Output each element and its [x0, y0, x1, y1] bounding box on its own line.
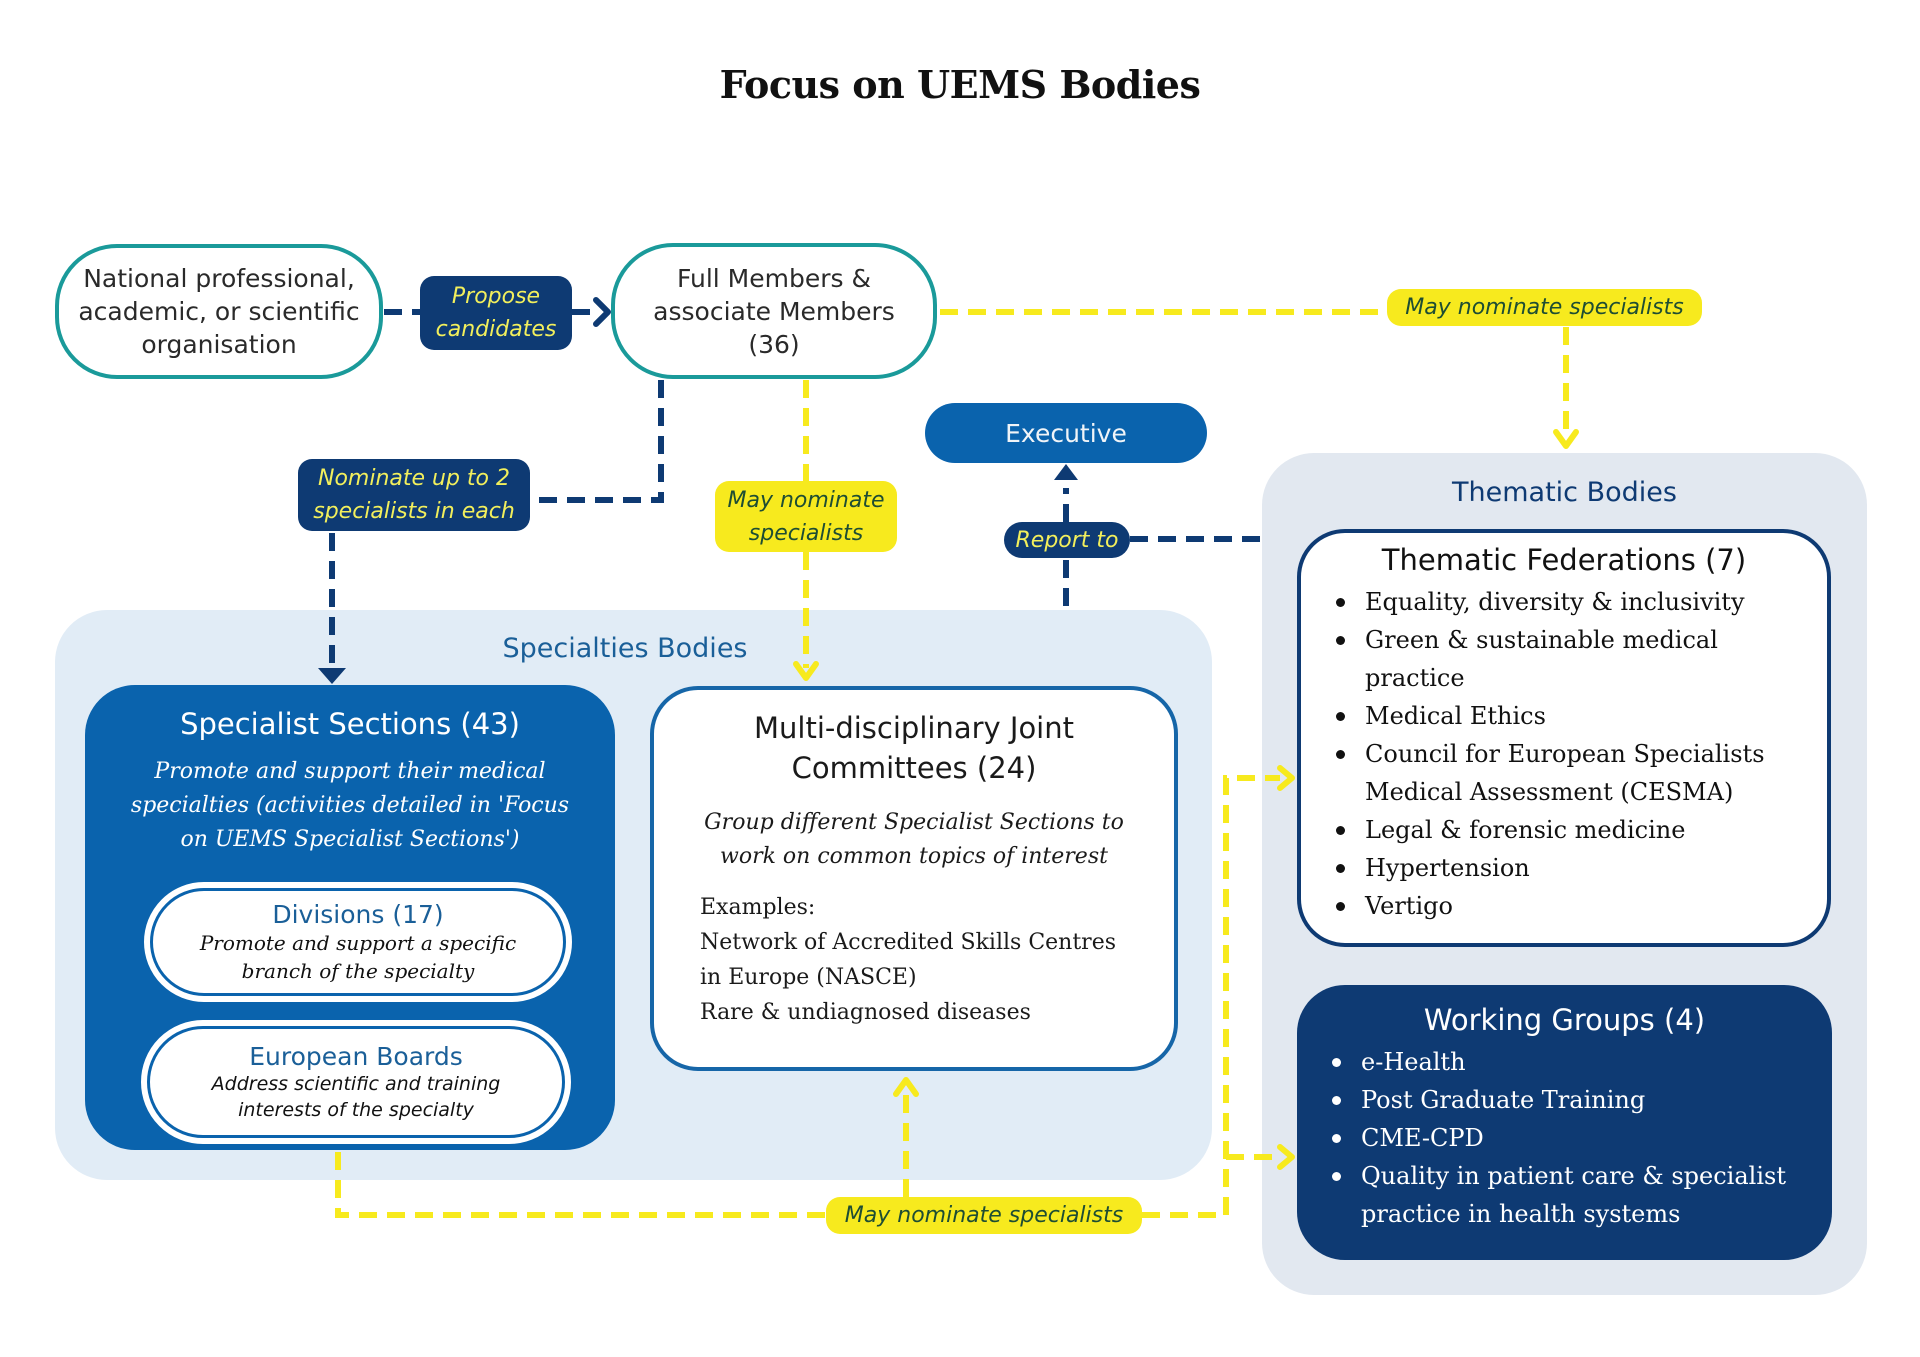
mdjc-node: Multi-disciplinary Joint Committees (24)… [650, 686, 1178, 1071]
page-title: Focus on UEMS Bodies [719, 62, 1201, 107]
working-groups-title: Working Groups (4) [1423, 1003, 1706, 1037]
working-groups-list: e-Health Post Graduate Training CME-CPD … [1297, 1043, 1832, 1233]
arrowhead-thematic [1553, 429, 1579, 449]
label-line: Nominate up to 2 [317, 466, 511, 491]
list-item: Legal & forensic medicine [1336, 811, 1807, 849]
list-item: Council for European Specialists Medical… [1336, 735, 1807, 811]
specialist-sections-title: Specialist Sections (43) [180, 707, 520, 741]
label-line: specialists in each [313, 499, 515, 524]
list-item: e-Health [1332, 1043, 1818, 1081]
boards-desc-line: Address scientific and training [211, 1072, 501, 1095]
list-item: Medical Ethics [1336, 697, 1807, 735]
mdjc-example-line: in Europe (NASCE) [700, 965, 917, 990]
list-item: Quality in patient care & specialist pra… [1332, 1157, 1818, 1233]
nominate-up-to-2-label: Nominate up to 2 specialists in each [298, 459, 530, 531]
mdjc-desc-line: Group different Specialist Sections to [704, 810, 1124, 835]
thematic-federations-node: Thematic Federations (7) Equality, diver… [1297, 529, 1831, 947]
thematic-federations-list: Equality, diversity & inclusivity Green … [1301, 583, 1827, 925]
edge-nominate-upto2 [530, 380, 664, 503]
divisions-node: Divisions (17) Promote and support a spe… [144, 882, 572, 1002]
divisions-desc-line: branch of the specialty [241, 958, 475, 983]
working-groups-node: Working Groups (4) e-Health Post Graduat… [1297, 985, 1832, 1260]
arrowhead-federations [1277, 765, 1295, 791]
report-to-label: Report to [1004, 522, 1130, 558]
desc-line: specialties (activities detailed in 'Foc… [130, 793, 570, 818]
list-item: Hypertension [1336, 849, 1807, 887]
thematic-federations-title: Thematic Federations (7) [1381, 543, 1747, 577]
list-item: Green & sustainable medical practice [1336, 621, 1807, 697]
list-item: CME-CPD [1332, 1119, 1818, 1157]
desc-line: on UEMS Specialist Sections') [180, 827, 520, 852]
mdjc-title-line: Multi-disciplinary Joint [753, 711, 1074, 745]
specialties-bodies-title: Specialties Bodies [502, 633, 748, 664]
divisions-desc-line: Promote and support a specific [199, 930, 517, 955]
executive-node: Executive [925, 403, 1207, 463]
specialist-sections-description: Promote and support their medical specia… [109, 755, 591, 857]
may-nominate-top-label: May nominate specialists [1387, 289, 1702, 326]
propose-candidates-label: Propose candidates [420, 276, 572, 350]
full-members-line: Full Members & [676, 263, 871, 293]
national-org-line: National professional, [83, 264, 355, 293]
arrowhead-working-groups [1277, 1144, 1295, 1170]
full-members-line: associate Members [653, 296, 895, 326]
national-org-line: organisation [141, 330, 297, 359]
edge-may-bottom-left [335, 1152, 826, 1218]
mdjc-desc-line: work on common topics of interest [720, 844, 1108, 869]
may-nominate-bottom-label: May nominate specialists [826, 1197, 1142, 1234]
arrowhead-full-members [593, 297, 611, 327]
mdjc-title-line: Committees (24) [791, 751, 1037, 785]
label-line: specialists [748, 520, 864, 546]
label-line: May nominate [727, 487, 885, 513]
full-members-count: (36) [748, 329, 800, 359]
list-item: Post Graduate Training [1332, 1081, 1818, 1119]
national-organisation-node: National professional, academic, or scie… [55, 244, 383, 379]
may-nominate-mid-label: May nominate specialists [715, 481, 897, 552]
arrowhead-specialist-sections [318, 668, 346, 684]
full-members-node: Full Members & associate Members (36) [611, 243, 937, 379]
edge-may-bottom-right [1142, 775, 1280, 1218]
divisions-title: Divisions (17) [272, 899, 444, 929]
mdjc-example-line: Rare & undiagnosed diseases [700, 1000, 1031, 1025]
list-item: Vertigo [1336, 887, 1807, 925]
european-boards-title: European Boards [249, 1041, 463, 1071]
list-item: Equality, diversity & inclusivity [1336, 583, 1807, 621]
label-line: Propose [451, 284, 541, 309]
mdjc-examples-label: Examples: [700, 895, 816, 920]
mdjc-description: Group different Specialist Sections to w… [654, 806, 1174, 874]
boards-desc-line: interests of the specialty [238, 1098, 474, 1121]
european-boards-node: European Boards Address scientific and t… [141, 1020, 571, 1144]
mdjc-title: Multi-disciplinary Joint Committees (24) [654, 708, 1174, 788]
national-org-line: academic, or scientific [78, 297, 360, 326]
arrowhead-executive [1054, 464, 1078, 480]
thematic-bodies-title: Thematic Bodies [1452, 477, 1677, 508]
arrowhead-mdjc-top [793, 661, 819, 681]
mdjc-example-line: Network of Accredited Skills Centres [700, 930, 1117, 955]
label-line: candidates [435, 317, 557, 342]
arrowhead-mdjc-bottom [893, 1077, 919, 1097]
mdjc-examples: Examples: Network of Accredited Skills C… [700, 890, 1174, 1030]
desc-line: Promote and support their medical [154, 759, 546, 784]
